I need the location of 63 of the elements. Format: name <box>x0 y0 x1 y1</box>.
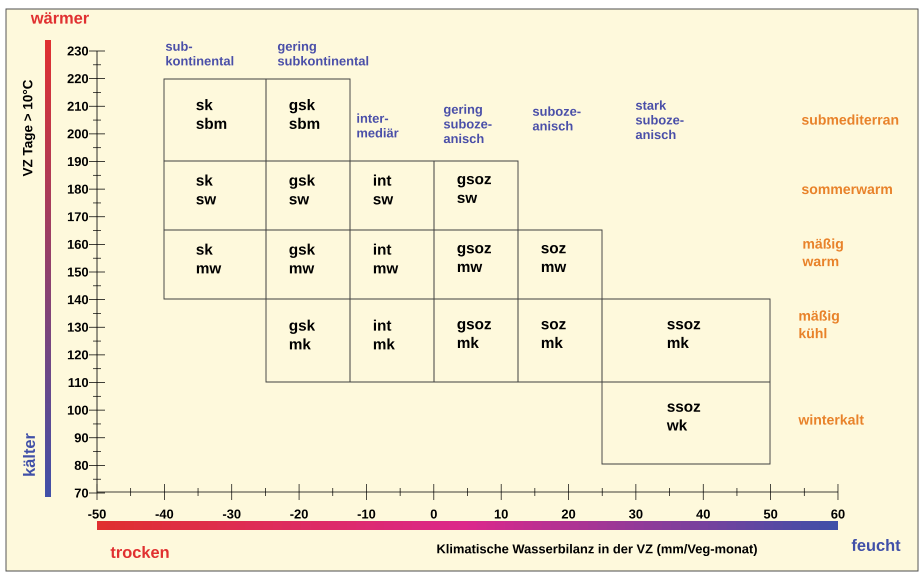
zone-cell: ssoz wk <box>666 404 700 430</box>
tick-label: 220 <box>68 74 88 84</box>
column-header: suboze- anisch <box>532 106 581 131</box>
tick-label: -40 <box>156 509 174 519</box>
column-header: sub- kontinental <box>166 41 234 66</box>
tick-label: 180 <box>68 184 88 194</box>
zone-cell: sk sw <box>196 174 216 204</box>
tick-label: 150 <box>68 267 88 277</box>
column-header: stark suboze- anisch <box>636 100 684 140</box>
column-header: inter- mediär <box>357 113 398 138</box>
zone-cell: soz mk <box>541 321 566 348</box>
zone-cell: ssoz mk <box>667 321 700 348</box>
tick-label: 170 <box>68 212 88 222</box>
end-label: feucht <box>852 538 900 552</box>
zone-cell: gsk mk <box>289 320 316 350</box>
tick-label: 190 <box>68 156 88 166</box>
tick-label: 50 <box>764 509 778 519</box>
tick-label: 130 <box>68 322 88 332</box>
zone-cell: gsk sw <box>289 174 316 204</box>
zone-cell: int sw <box>373 174 394 204</box>
tick-label: 20 <box>562 509 576 519</box>
tick-label: 160 <box>68 240 88 249</box>
end-label: trocken <box>110 546 169 558</box>
tick-label: 40 <box>696 509 710 519</box>
zone-cell: soz mw <box>541 245 566 272</box>
row-label: submediterran <box>802 114 898 125</box>
tick-label: -10 <box>358 509 376 519</box>
axis-title: VZ Tage > 10°C <box>22 80 36 176</box>
tick-label: 30 <box>629 509 642 519</box>
tick-label: 210 <box>68 102 88 111</box>
tick-label: 230 <box>68 46 88 56</box>
row-label: mäßig warm <box>802 238 843 266</box>
tick-label: 80 <box>74 460 88 470</box>
end-label: kälter <box>22 433 36 476</box>
zone-cell: sk mw <box>196 244 222 274</box>
row-label: mäßig kühl <box>799 310 839 338</box>
tick-label: 70 <box>74 488 88 498</box>
zone-cell: gsoz mk <box>457 321 491 348</box>
tick-label: 140 <box>68 295 88 304</box>
tick-label: 120 <box>68 350 88 360</box>
tick-label: 100 <box>68 406 88 415</box>
end-label: wärmer <box>30 12 89 24</box>
zone-cell: gsoz sw <box>457 176 491 204</box>
tick-label: -50 <box>88 509 106 519</box>
zone-cell: int mk <box>374 320 395 350</box>
tick-label: 110 <box>68 378 88 388</box>
tick-label: 200 <box>68 129 88 138</box>
column-header: gering suboze- anisch <box>444 104 492 144</box>
tick-label: 10 <box>494 509 508 519</box>
column-header: gering subkontinental <box>278 41 368 66</box>
row-label: sommerwarm <box>802 186 892 194</box>
row-label: winterkalt <box>798 414 864 425</box>
tick-label: -30 <box>222 509 241 519</box>
zone-cell: gsk mw <box>289 244 316 274</box>
zone-cell: int mw <box>374 244 398 274</box>
tick-label: 60 <box>831 509 845 519</box>
tick-label: 90 <box>74 433 88 442</box>
tick-label: 0 <box>430 509 437 519</box>
axis-title: Klimatische Wasserbilanz in der VZ (mm/Veg-monat) <box>437 544 757 556</box>
tick-label: -20 <box>290 509 308 519</box>
zone-cell: gsoz mw <box>457 245 491 272</box>
zone-cell: gsk sbm <box>289 99 320 129</box>
zone-cell: sk sbm <box>196 99 226 129</box>
